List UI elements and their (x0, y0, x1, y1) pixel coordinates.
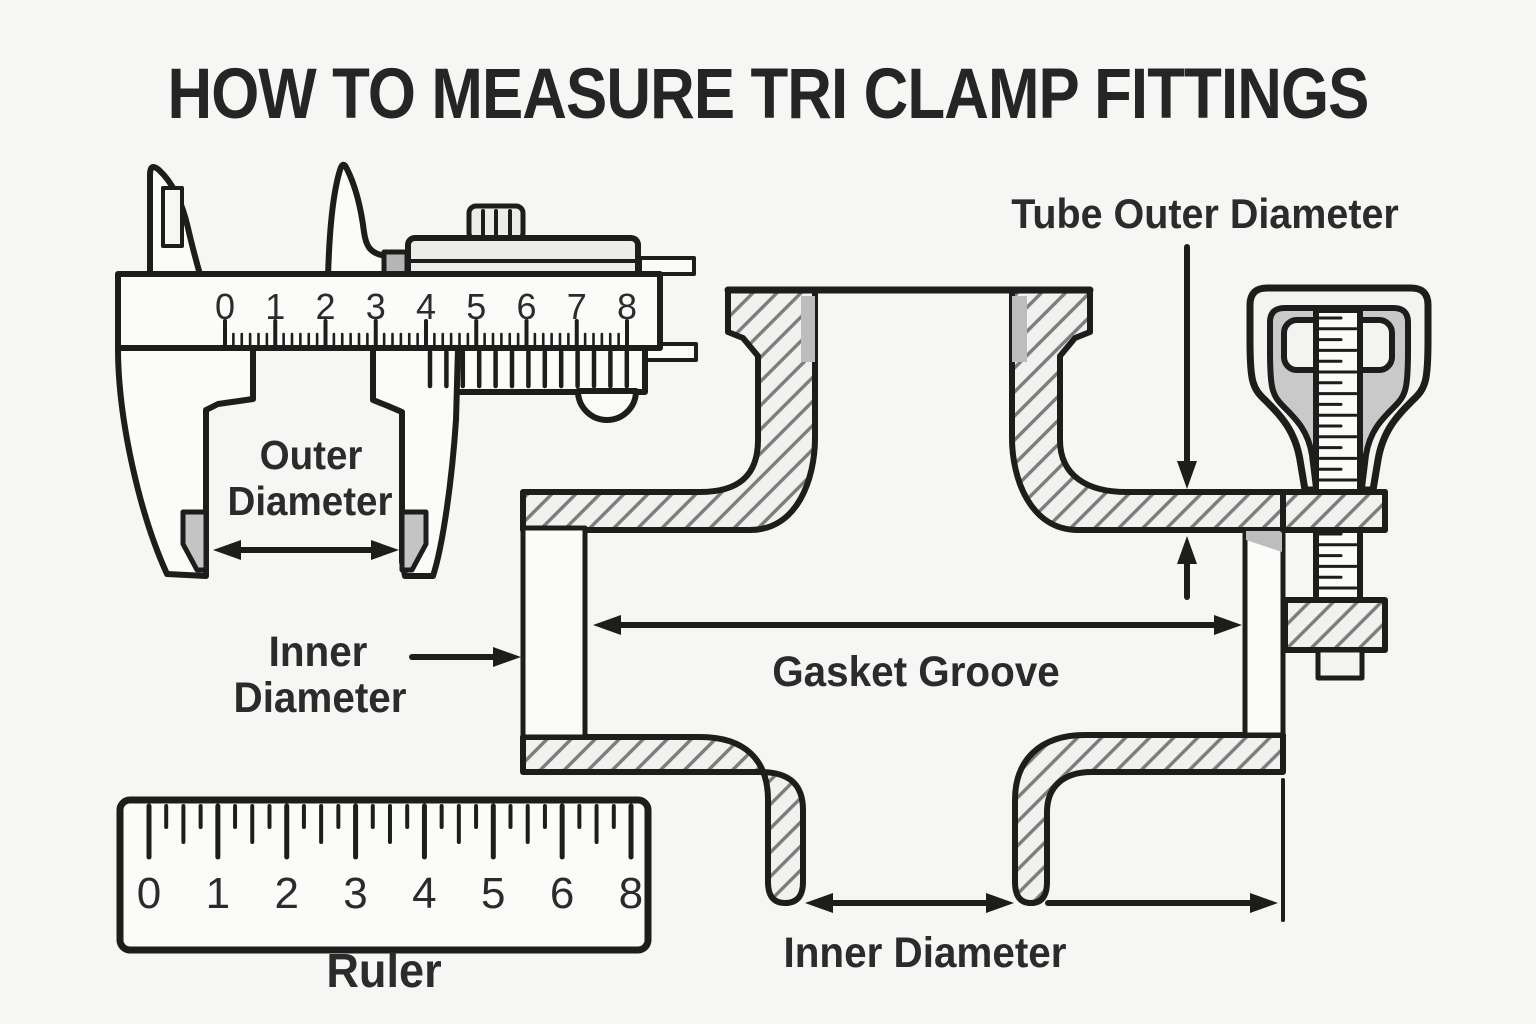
outer-diameter-label-line2: Diameter (227, 478, 393, 524)
caliper-upper-left-jaw-notch (161, 186, 184, 248)
caliper-scale-number: 6 (516, 286, 537, 327)
clamp-flange-overlap (1280, 489, 1388, 533)
ruler-label: Ruler (326, 945, 442, 998)
clamp-bolt-assembly (1246, 284, 1432, 681)
page-title: HOW TO MEASURE TRI CLAMP FITTINGS (167, 55, 1370, 134)
clamp-bottom-nut (1315, 647, 1365, 681)
dimension-annotations (213, 244, 1285, 922)
ruler-scale-number: 4 (412, 869, 437, 918)
caliper-scale-minor-ticks (223, 332, 629, 349)
ruler-quarter-ticks (164, 804, 616, 829)
fitting-bore-shading-right (1012, 296, 1027, 362)
gasket-groove-label: Gasket Groove (772, 648, 1060, 696)
tube-outer-diameter-label: Tube Outer Diameter (1011, 190, 1399, 237)
fitting-gasket-right (1242, 527, 1286, 738)
flange-edge-arrow (1045, 893, 1278, 913)
ruler-half-ticks (181, 804, 599, 844)
caliper-left-jaw-tip (180, 509, 209, 573)
caliper-scale-number: 4 (415, 286, 437, 327)
caliper-scale-number: 7 (566, 286, 587, 327)
ruler-major-ticks (146, 803, 634, 860)
ruler-scale-number: 0 (136, 869, 162, 918)
caliper-scale-number: 2 (315, 286, 336, 327)
caliper-slider-scallop (575, 388, 639, 423)
inner-diameter-bottom-label: Inner Diameter (783, 929, 1067, 977)
caliper-scale-number: 3 (365, 286, 386, 327)
outer-diameter-arrow (213, 540, 399, 560)
tri-clamp-fitting-cross-section (520, 286, 1388, 906)
inner-diameter-bottom-arrow (805, 893, 1014, 913)
ruler-scale-number: 2 (274, 869, 299, 918)
tube-outer-diameter-arrow (1177, 244, 1197, 489)
caliper-scale-number: 0 (214, 286, 236, 327)
ruler-scale-number: 6 (549, 869, 575, 918)
inner-diameter-left-label-line1: Inner (268, 628, 368, 676)
fitting-bore-shading-left (801, 296, 815, 362)
fitting-gasket-right-shadow (1246, 531, 1282, 552)
fitting-bottom-right-wall (1012, 732, 1286, 906)
inner-diameter-left-arrow (409, 647, 521, 667)
inner-diameter-left-label-line2: Diameter (233, 674, 407, 722)
caliper-upper-right-jaw (325, 161, 395, 281)
ruler-scale-number: 5 (480, 869, 506, 918)
caliper-scale-number: 5 (466, 286, 487, 327)
clamp-lower-bar (1282, 597, 1388, 653)
outer-diameter-label-line1: Outer (259, 432, 363, 478)
ruler-scale-number: 3 (343, 869, 368, 918)
fitting-gasket-left (520, 525, 588, 740)
fitting-bottom-left-wall (520, 734, 806, 906)
caliper-scale-number: 1 (265, 286, 286, 327)
caliper-vernier-ticks (427, 349, 630, 389)
caliper-right-jaw-tip (399, 509, 429, 573)
ruler-illustration (116, 796, 652, 954)
ruler-scale-number: 8 (618, 869, 644, 918)
fitting-top-left-wall (520, 287, 818, 533)
vernier-caliper-illustration (115, 161, 698, 579)
flange-underside-arrow (1177, 536, 1197, 600)
gasket-groove-arrow (593, 615, 1242, 635)
caliper-lower-left-jaw (115, 345, 256, 579)
caliper-scale-number: 8 (616, 286, 638, 327)
ruler-scale-number: 1 (205, 869, 231, 918)
